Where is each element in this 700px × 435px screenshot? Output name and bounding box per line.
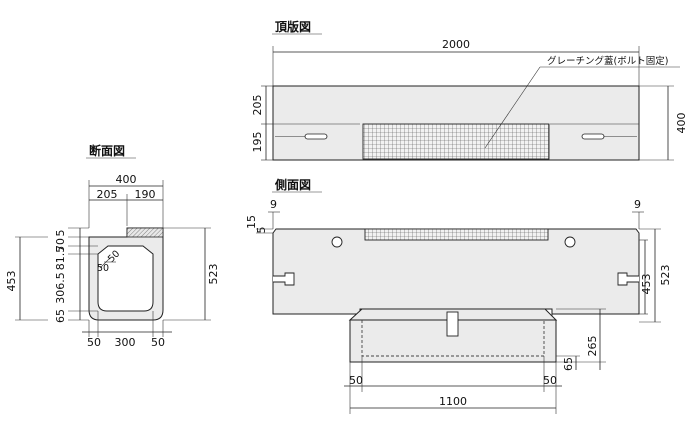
section-w-left-label: 205 xyxy=(97,188,118,201)
side-lifting-hole-left xyxy=(331,236,343,248)
side-top-left-9: 9 xyxy=(270,198,277,211)
side-base-width-1100: 1100 xyxy=(439,395,467,408)
side-left-15: 15 xyxy=(245,215,258,229)
side-inner-dashed xyxy=(361,320,545,357)
top-height-label: 400 xyxy=(675,113,688,134)
section-chamfer-a: 50 xyxy=(97,263,109,274)
side-view: 9 9 15 5 523 453 xyxy=(245,198,672,414)
side-grating xyxy=(364,228,549,241)
section-bottom-50-right: 50 xyxy=(151,336,165,349)
top-h-upper-label: 205 xyxy=(251,95,264,116)
bolt-slot-right xyxy=(581,133,605,140)
section-dim-5: 5 xyxy=(54,230,67,237)
side-base-left-50: 50 xyxy=(349,374,363,387)
section-dim-81-5: 81.5 xyxy=(54,246,67,271)
section-title: 断面図 xyxy=(89,143,125,158)
section-bottom-300: 300 xyxy=(115,336,136,349)
side-height-453: 453 xyxy=(640,274,653,295)
side-body xyxy=(272,228,640,315)
side-drain-slot xyxy=(446,311,459,337)
side-bolt-pocket-right xyxy=(617,272,639,286)
side-bolt-pocket-left xyxy=(273,272,295,286)
side-lifting-hole-right xyxy=(564,236,576,248)
side-view-title: 側面図 xyxy=(274,177,311,192)
side-left-5: 5 xyxy=(255,227,268,234)
section-view: 400 205 190 50 50 5 70 81.5 306.5 65 453 xyxy=(5,173,220,349)
section-width-label: 400 xyxy=(116,173,137,186)
grating-cover xyxy=(362,123,550,160)
top-h-lower-label: 195 xyxy=(251,132,264,153)
top-view-title: 頂版図 xyxy=(275,19,311,34)
section-dim-70: 70 xyxy=(54,238,67,252)
side-base-65: 65 xyxy=(562,357,575,371)
section-height-453: 453 xyxy=(5,271,18,292)
top-width-label: 2000 xyxy=(442,38,470,51)
section-dim-65: 65 xyxy=(54,309,67,323)
section-grating-hatch xyxy=(126,227,164,238)
bolt-slot-left xyxy=(304,133,328,140)
top-view: 2000 グレーチング蓋(ボルト固定) 205 195 400 xyxy=(251,38,688,161)
side-base-265: 265 xyxy=(586,336,599,357)
side-base-right-50: 50 xyxy=(543,374,557,387)
side-height-523: 523 xyxy=(659,265,672,286)
section-bottom-50-left: 50 xyxy=(87,336,101,349)
section-w-right-label: 190 xyxy=(135,188,156,201)
section-height-523: 523 xyxy=(207,264,220,285)
side-top-right-9: 9 xyxy=(634,198,641,211)
section-dim-306-5: 306.5 xyxy=(54,272,67,304)
grating-note: グレーチング蓋(ボルト固定) xyxy=(547,55,668,67)
